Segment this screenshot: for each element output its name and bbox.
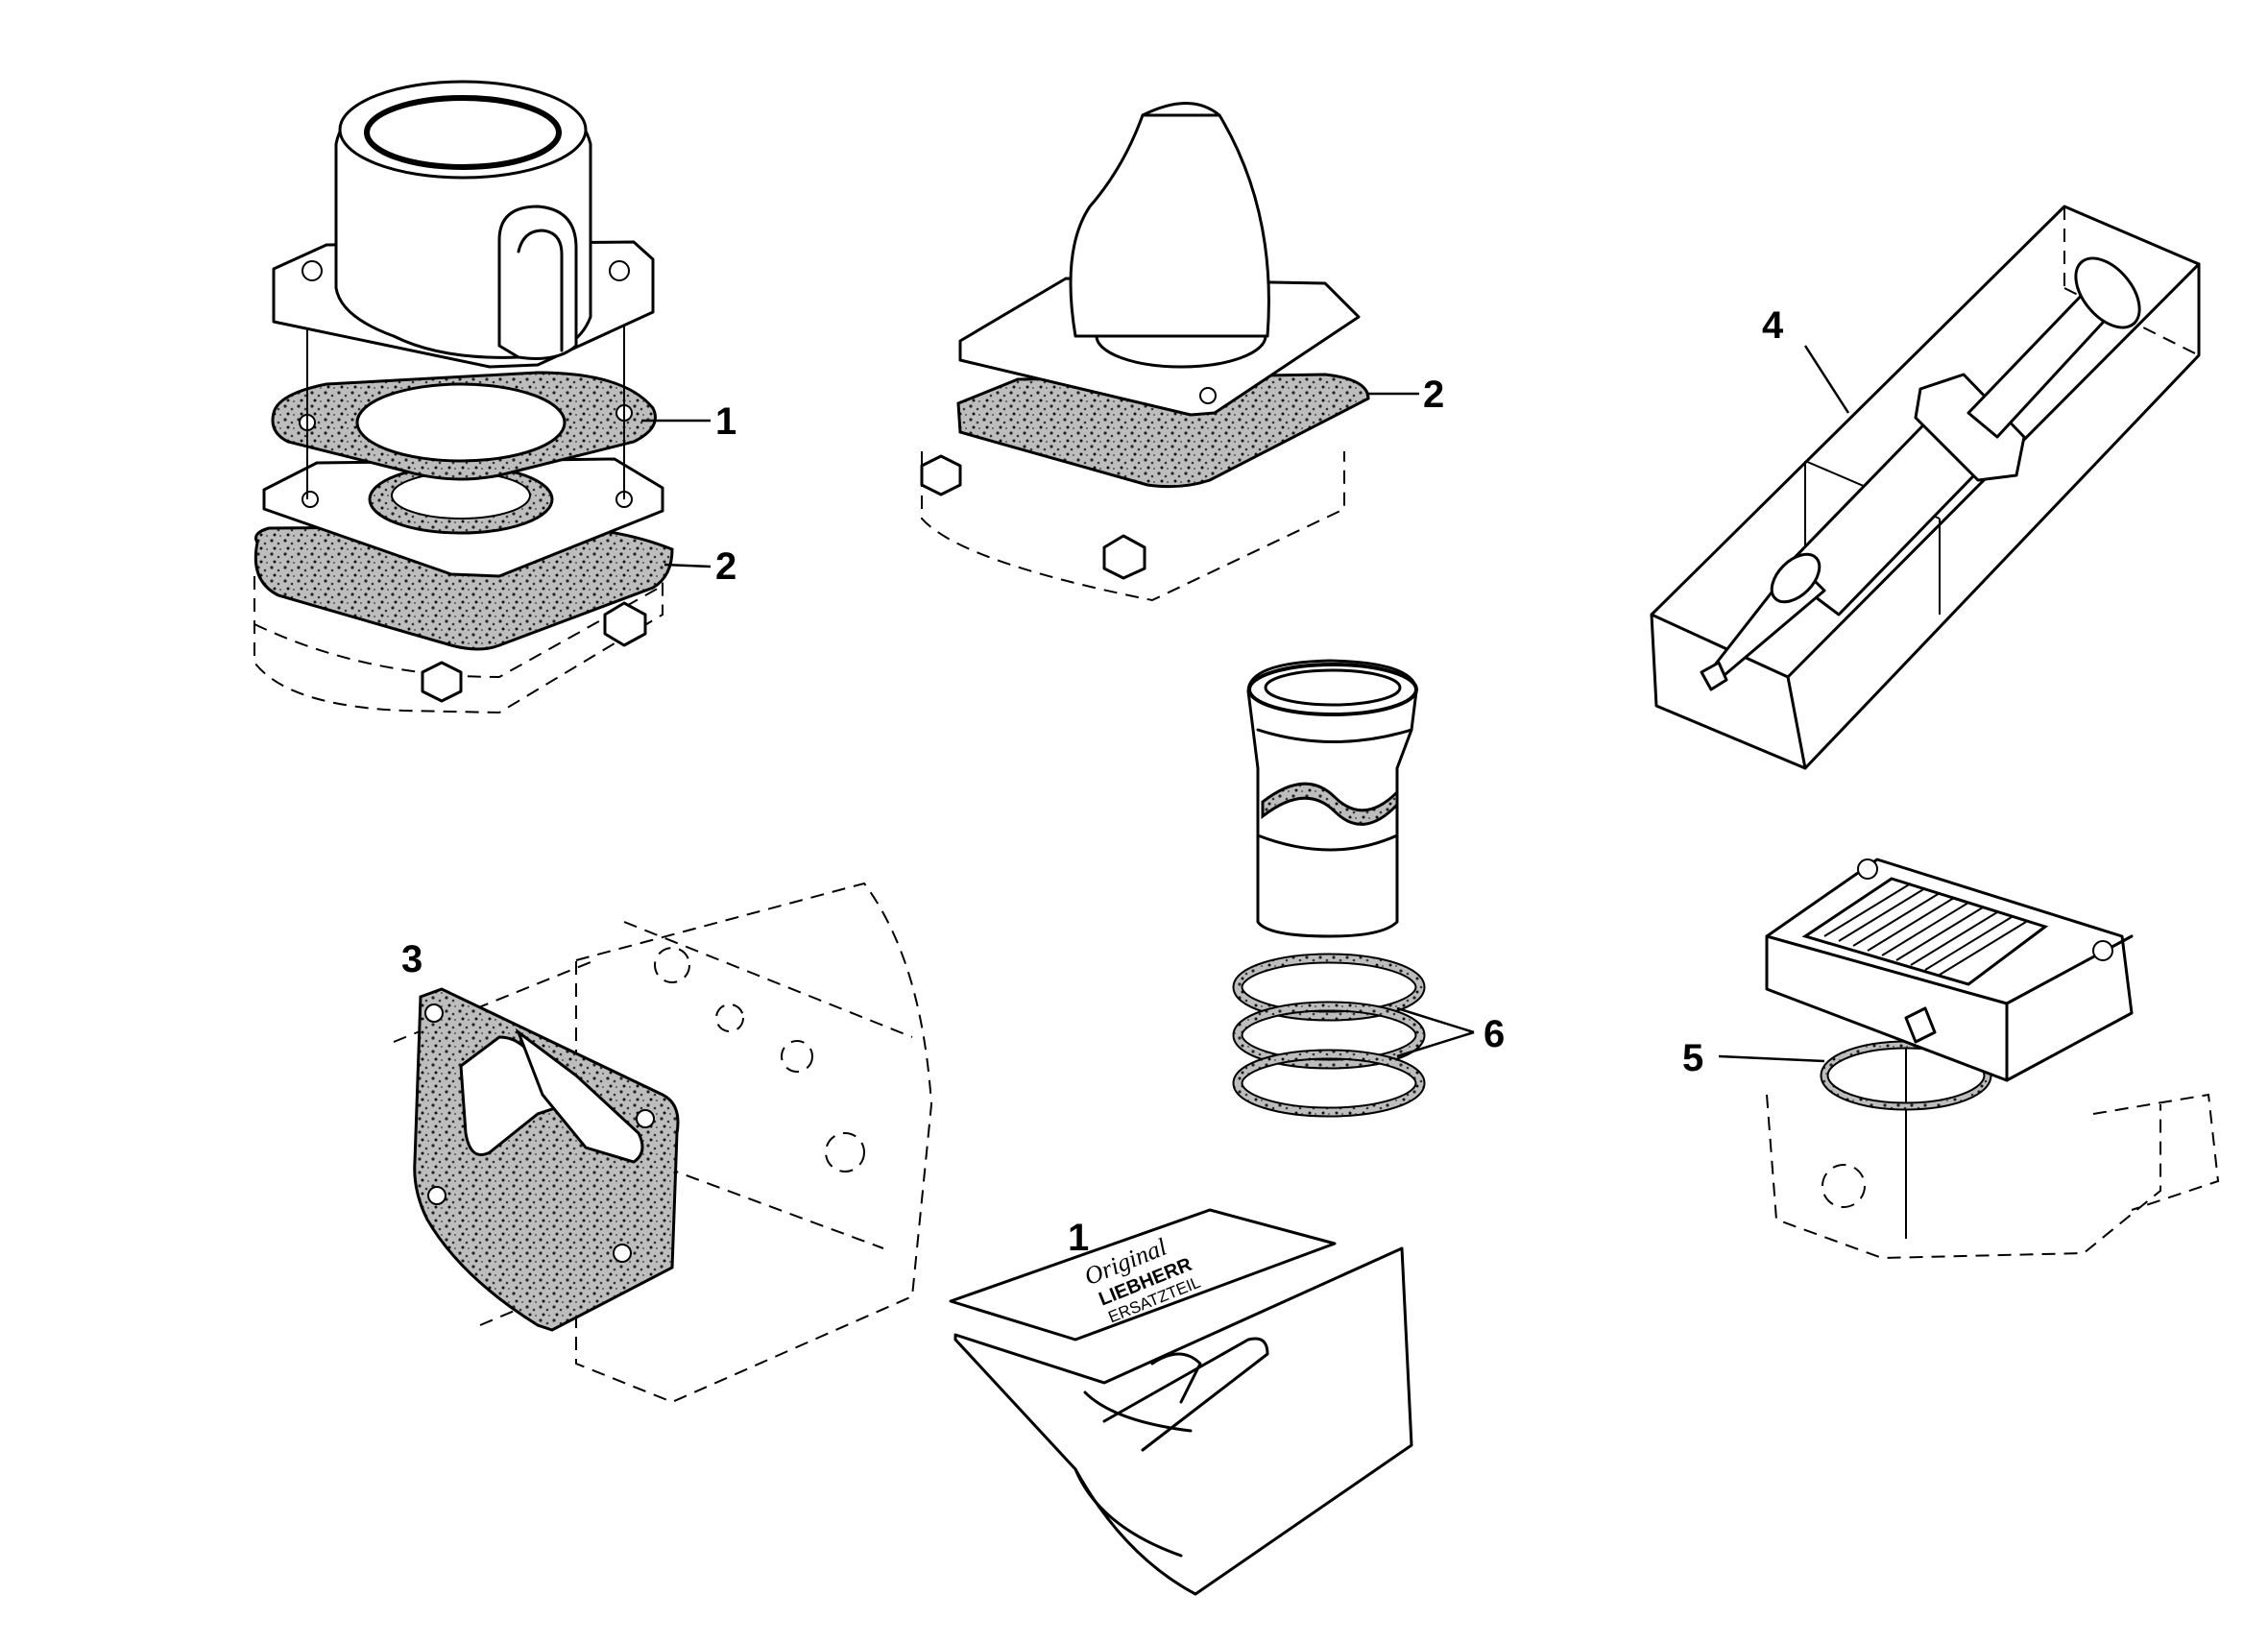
callout-1-top: 1	[715, 400, 736, 443]
gasket-2-left	[253, 524, 674, 651]
package-back-panel	[949, 1208, 1337, 1342]
callout-6: 6	[1484, 1013, 1505, 1055]
callout-2-middle: 2	[1423, 374, 1444, 416]
filter-housing-assembly	[1765, 858, 2220, 1260]
callout-3: 3	[401, 938, 422, 980]
callout-2-left: 2	[715, 545, 736, 588]
cylinder-liner-assembly	[1232, 659, 1426, 1118]
elbow-pipe	[1069, 113, 1270, 338]
callout-4: 4	[1762, 304, 1784, 347]
sealant-syringe-pack	[1650, 205, 2201, 770]
elbow-pipe-assembly	[920, 102, 1370, 602]
filter-element-fins	[1823, 882, 2027, 976]
callout-1-bottom: 1	[1068, 1217, 1089, 1259]
thermostat-housing-assembly	[253, 80, 674, 714]
gasket-2-middle	[956, 373, 1370, 489]
callout-5: 5	[1682, 1037, 1703, 1079]
gasket-kit-packaging: Original LIEBHERR ERSATZTEIL	[949, 1208, 1413, 1596]
engine-block-gasket-assembly	[393, 882, 933, 1404]
